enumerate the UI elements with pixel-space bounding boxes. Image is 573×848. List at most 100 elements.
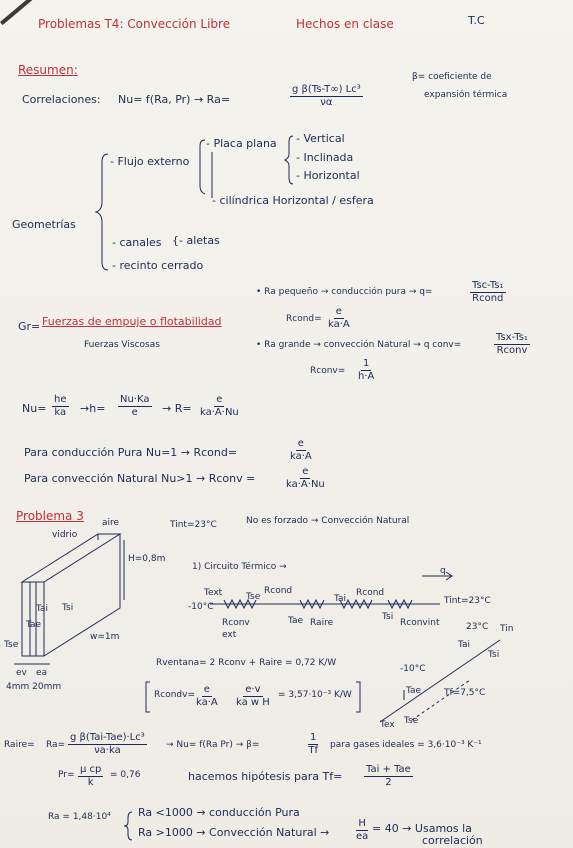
rconv-fraction: 1 h·A xyxy=(358,358,374,383)
rcond2-circ: Rcond xyxy=(356,588,385,598)
text-label: Text xyxy=(204,588,223,598)
ra-fraction: g β(Ts-T∞) Lc³ να xyxy=(290,84,363,109)
rconv-den: h·A xyxy=(358,371,375,382)
r-fraction: e ka·A·Nu xyxy=(200,394,239,419)
graph-tin: Tin xyxy=(500,624,514,634)
hea-fraction: H ea xyxy=(356,818,368,843)
vidrio-label: vidrio xyxy=(52,530,78,540)
h-den: e xyxy=(131,407,138,418)
circuito-label: 1) Circuito Térmico → xyxy=(192,562,287,572)
geometrias-label: Geometrías xyxy=(12,218,76,231)
nu-def-den: ka xyxy=(54,407,67,418)
beta-note-1: β= coeficiente de xyxy=(412,72,492,82)
ra-grande: • Ra grande → convección Natural → q con… xyxy=(256,340,462,350)
arrow-h: →h= xyxy=(80,402,106,415)
raire-num: g β(Tai-Tae)·Lc³ xyxy=(68,732,147,745)
gr-numerator: Fuerzas de empuje o flotabilidad xyxy=(42,315,222,328)
rconv-ext: Rconv xyxy=(222,618,250,628)
raire-den: νa·ka xyxy=(94,745,121,756)
placa-plana: - Placa plana xyxy=(206,137,277,150)
espesor-label: 4mm 20mm xyxy=(6,682,62,692)
rcond-circ: Rcond xyxy=(264,586,293,596)
graph-tse: Tse xyxy=(404,716,419,726)
graph-tai: Tai xyxy=(458,640,471,650)
nu-def-fraction: he ka xyxy=(52,394,69,419)
raire-label: Raire= xyxy=(4,740,35,750)
rcondv2-den: ka w H xyxy=(236,697,270,708)
aletas: {- aletas xyxy=(172,234,220,247)
nu-eq: Nu= xyxy=(22,402,47,415)
graph-m10: -10°C xyxy=(400,664,426,674)
horizontal: - Horizontal xyxy=(296,169,360,182)
conv-case-num: e xyxy=(300,466,311,479)
hea-den: ea xyxy=(356,831,369,842)
rcondv2-num: e·v xyxy=(243,684,263,697)
ra-denominator: να xyxy=(320,97,333,108)
rcondv-val: = 3,57·10⁻³ K/W xyxy=(278,690,352,700)
ra-eq: Ra= xyxy=(46,740,66,750)
rcondv2-fraction: e·v ka w H xyxy=(236,684,270,709)
q-label: q xyxy=(440,566,446,576)
pequeno-den: Rcond xyxy=(472,293,504,304)
rcond-fraction: e ka·A xyxy=(328,306,350,331)
tae-label: Tae xyxy=(26,620,42,630)
nu-def-num: he xyxy=(52,394,69,407)
pequeno-num: Tsc-Ts₁ xyxy=(470,280,506,293)
rconv-label: Rconv= xyxy=(310,366,346,376)
cond-case-fraction: e ka·A xyxy=(290,438,312,463)
beta-den: Tf xyxy=(308,745,318,756)
h-num: Nu·Ka xyxy=(118,394,152,407)
h-label: H=0,8m xyxy=(128,554,166,564)
tse2-label: Tse xyxy=(246,592,261,602)
pr-val: = 0,76 xyxy=(110,770,141,780)
tai-label: Tai xyxy=(36,604,49,614)
hip-fraction: Tai + Tae 2 xyxy=(364,764,413,789)
hip-den: 2 xyxy=(385,777,392,788)
ra-gt-1000: Ra >1000 → Convección Natural → xyxy=(138,826,330,839)
w-label: w=1m xyxy=(90,632,120,642)
r-num: e xyxy=(214,394,225,407)
rcond-label: Rcond= xyxy=(286,314,322,324)
inclinada: - Inclinada xyxy=(296,151,354,164)
grande-num: Tsx-Ts₁ xyxy=(494,332,530,345)
hea-val: = 40 → Usamos la xyxy=(372,822,472,835)
cond-case-den: ka·A xyxy=(290,451,312,462)
rventana: Rventana= 2 Rconv + Raire = 0,72 K/W xyxy=(156,658,337,668)
conv-case-fraction: e ka·A·Nu xyxy=(286,466,325,491)
rcondv-label: Rcondv= xyxy=(154,690,195,700)
tint2-label: Tint=23°C xyxy=(444,596,491,606)
beta-num: 1 xyxy=(308,732,319,745)
cond-case-num: e xyxy=(295,438,306,451)
arrow-r: → R= xyxy=(162,402,192,415)
pr-label: Pr= xyxy=(58,770,75,780)
nu-formula: Nu= f(Ra, Pr) → Ra= xyxy=(118,93,231,106)
raire-fraction: g β(Tai-Tae)·Lc³ νa·ka xyxy=(68,732,147,757)
graph-tae: Tae xyxy=(406,686,422,696)
rcondv-num: e xyxy=(201,684,212,697)
hipotesis: hacemos hipótesis para Tf= xyxy=(188,770,343,783)
beta-note-2: expansión térmica xyxy=(424,90,508,100)
ra-value: Ra = 1,48·10⁴ xyxy=(48,812,111,822)
correlacion: correlación xyxy=(422,834,483,847)
raire-circ: Raire xyxy=(310,618,334,628)
h-fraction: Nu·Ka e xyxy=(118,394,152,419)
ev-label: ev xyxy=(16,668,27,678)
page-title: Problemas T4: Convección Libre xyxy=(38,17,231,31)
ea-label: ea xyxy=(36,668,48,678)
ra-lt-1000: Ra <1000 → conducción Pura xyxy=(138,806,300,819)
gases-ideales: para gases ideales = 3,6·10⁻³ K⁻¹ xyxy=(330,740,482,750)
problema-3-heading: Problema 3 xyxy=(16,509,84,523)
pr-fraction: μ cp k xyxy=(78,764,104,789)
graph-tex: Tex xyxy=(380,720,395,730)
r-den: ka·A·Nu xyxy=(200,407,239,418)
rconv-num: 1 xyxy=(360,358,372,371)
tai2-label: Tai xyxy=(334,594,347,604)
rcondv-den: ka·A xyxy=(196,697,218,708)
hip-num: Tai + Tae xyxy=(364,764,413,777)
grande-den: Rconv xyxy=(496,345,528,356)
raire-arrow: → Nu= f(Ra Pr) → β= xyxy=(166,740,260,750)
tse-label: Tse xyxy=(4,640,19,650)
ext-label: ext xyxy=(222,630,237,640)
graph-23: 23°C xyxy=(466,622,489,632)
